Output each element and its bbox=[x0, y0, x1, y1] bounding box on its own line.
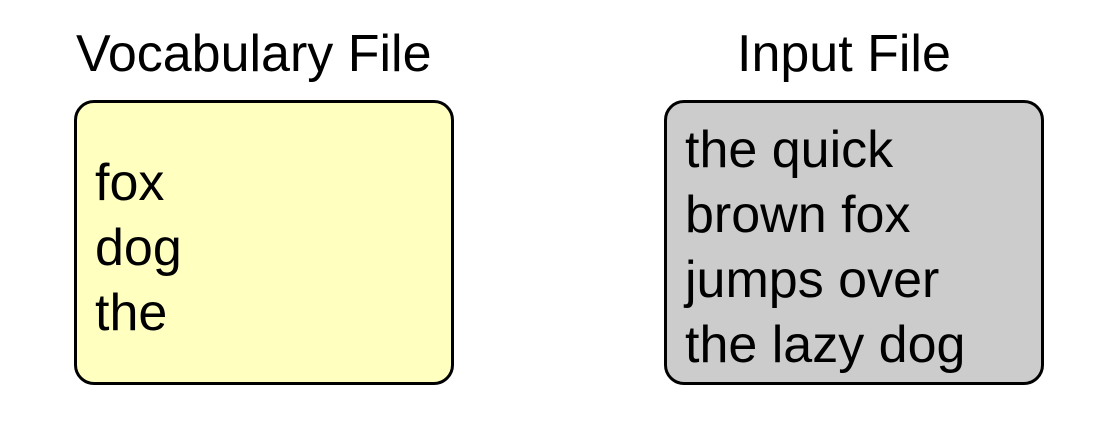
vocabulary-word: dog bbox=[95, 219, 182, 277]
input-text-line: the quick bbox=[685, 121, 894, 179]
vocabulary-file-box: fox dog the bbox=[74, 100, 454, 385]
input-text-line: the lazy dog bbox=[685, 316, 966, 374]
input-file-title: Input File bbox=[737, 25, 951, 83]
vocabulary-file-title: Vocabulary File bbox=[76, 25, 432, 83]
input-text-line: brown fox bbox=[685, 186, 911, 244]
input-text-line: jumps over bbox=[685, 251, 940, 309]
input-file-box: the quick brown fox jumps over the lazy … bbox=[664, 100, 1044, 385]
vocabulary-word-list: fox dog the bbox=[95, 151, 182, 346]
vocabulary-word: the bbox=[95, 284, 168, 342]
vocabulary-word: fox bbox=[95, 154, 165, 212]
input-text-lines: the quick brown fox jumps over the lazy … bbox=[685, 118, 965, 378]
